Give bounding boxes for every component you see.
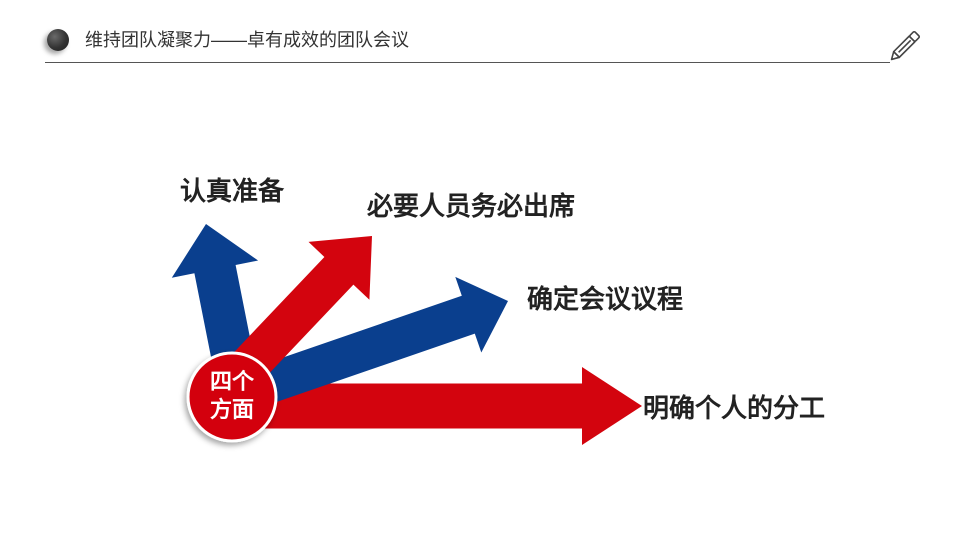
arrow-prepare [171, 224, 259, 380]
center-label: 四个 方面 [188, 368, 276, 424]
header-divider [45, 62, 890, 63]
arrow-attendance [225, 236, 372, 389]
label-attendance: 必要人员务必出席 [367, 191, 576, 221]
label-division-of-labor: 明确个人的分工 [643, 393, 826, 423]
arrow-division-of-labor [255, 367, 642, 445]
label-prepare: 认真准备 [180, 176, 285, 206]
dark-circle-bullet-icon [47, 29, 69, 51]
arrow-agenda [243, 276, 508, 409]
center-label-line1: 四个 [209, 369, 254, 394]
page-title: 维持团队凝聚力——卓有成效的团队会议 [85, 30, 409, 50]
center-label-line2: 方面 [209, 397, 254, 422]
center-circle [186, 351, 278, 443]
label-agenda: 确定会议议程 [527, 284, 684, 314]
pen-icon [890, 30, 921, 61]
